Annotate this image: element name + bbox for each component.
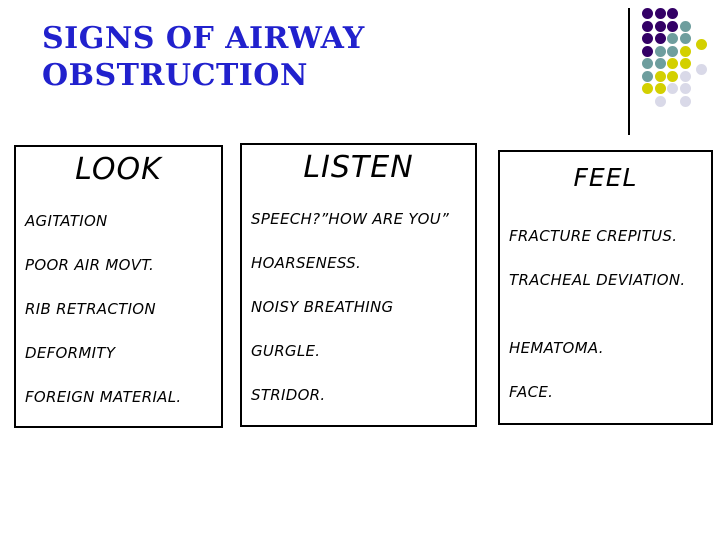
dot	[667, 70, 679, 82]
list-item: NOISY BREATHING	[251, 298, 394, 316]
dot	[667, 8, 679, 19]
list-item: DEFORMITY	[25, 344, 116, 362]
list-item: HEMATOMA.	[509, 339, 604, 357]
dot	[680, 83, 692, 95]
list-item: SPEECH?”HOW ARE YOU”	[251, 210, 450, 228]
dot	[642, 45, 653, 57]
list-item: RIB RETRACTION	[25, 300, 156, 318]
dot	[654, 70, 666, 82]
dot	[654, 20, 666, 32]
feel-items: FRACTURE CREPITUS. TRACHEAL DEVIATION. HEM…	[500, 226, 711, 402]
dot	[667, 45, 679, 57]
list-item: TRACHEAL DEVIATION.	[509, 271, 686, 289]
dot	[680, 95, 692, 107]
listen-box: LISTEN SPEECH?”HOW ARE YOU” HOARSENESS. NO…	[240, 143, 477, 427]
dot	[654, 95, 666, 107]
dot	[680, 58, 692, 70]
list-item: STRIDOR.	[251, 386, 326, 404]
list-item: GURGLE.	[251, 342, 321, 360]
listen-items: SPEECH?”HOW ARE YOU” HOARSENESS. NOISY BRE…	[242, 209, 475, 405]
dot	[680, 45, 692, 57]
dot	[642, 20, 653, 32]
dot	[667, 83, 679, 95]
list-item: HOARSENESS.	[251, 254, 362, 272]
dot	[642, 83, 653, 95]
dot	[680, 33, 692, 45]
dot	[654, 8, 666, 19]
dot	[680, 70, 692, 82]
look-box: LOOK AGITATION POOR AIR MOVT. RIB RETRACTI…	[14, 145, 223, 428]
list-item: POOR AIR MOVT.	[25, 256, 155, 274]
dot	[642, 8, 653, 19]
feel-box: FEEL FRACTURE CREPITUS. TRACHEAL DEVIATIO…	[498, 150, 713, 425]
look-heading: LOOK	[75, 152, 162, 187]
feel-heading: FEEL	[573, 163, 638, 192]
dot	[642, 70, 653, 82]
dot	[654, 45, 666, 57]
dot	[642, 33, 653, 45]
look-items: AGITATION POOR AIR MOVT. RIB RETRACTION DEF…	[16, 211, 221, 407]
dot	[642, 58, 653, 70]
list-item: FOREIGN MATERIAL.	[25, 388, 182, 406]
dot	[654, 58, 666, 70]
dot	[667, 58, 679, 70]
list-item: AGITATION	[25, 212, 108, 230]
dot	[680, 20, 692, 32]
dot	[695, 39, 707, 51]
dot	[654, 83, 666, 95]
dot	[654, 33, 666, 45]
listen-heading: LISTEN	[303, 150, 414, 185]
list-item: FACE.	[509, 383, 554, 401]
dots-decoration-icon	[642, 8, 720, 128]
divider-line	[628, 8, 630, 135]
dot	[667, 20, 679, 32]
dot	[667, 33, 679, 45]
list-item: FRACTURE CREPITUS.	[509, 227, 678, 245]
dot	[695, 64, 707, 76]
slide-title: SIGNS OF AIRWAY OBSTRUCTION	[42, 21, 365, 93]
